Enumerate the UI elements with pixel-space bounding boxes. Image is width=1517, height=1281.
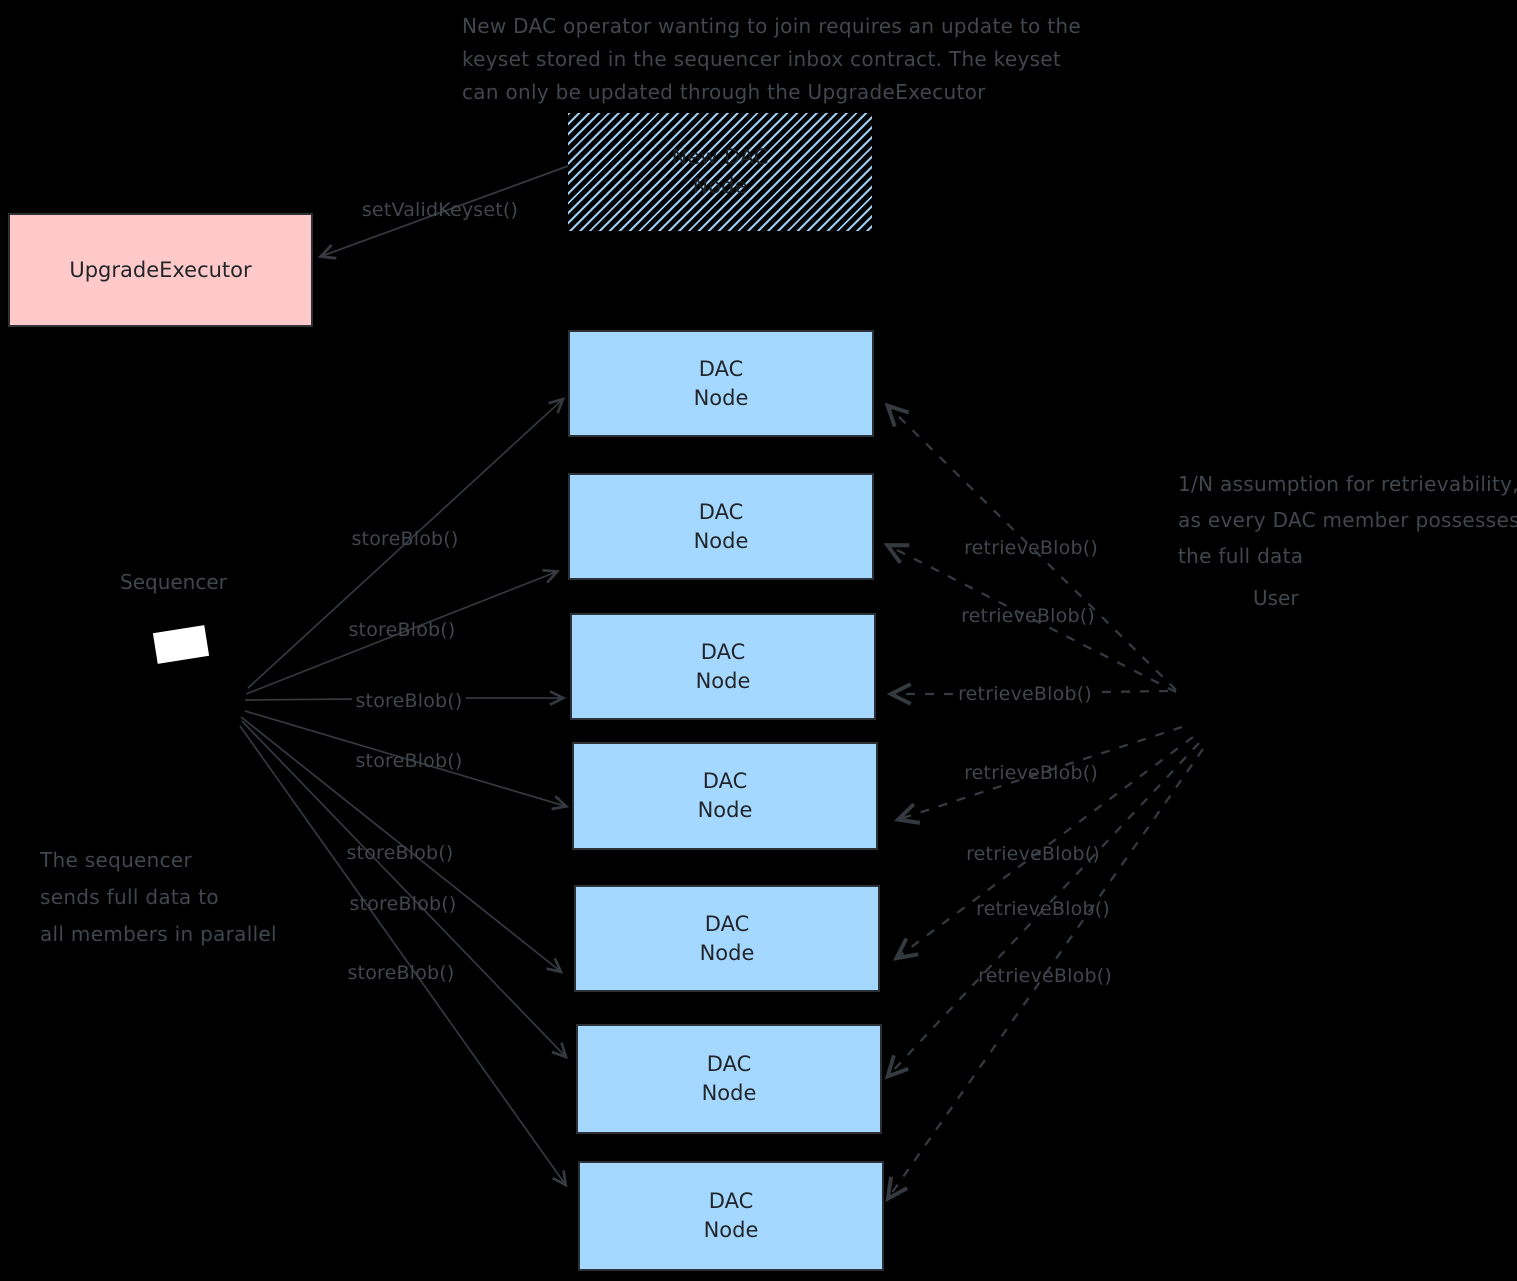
note-sequencer-parallel-line1: The sequencer [40,848,193,872]
note-keyset-update-line3: can only be updated through the UpgradeE… [462,80,986,104]
edge-label-retrieve-2: retrieveBlob() [961,605,1095,627]
upgrade-executor-box: UpgradeExecutor [8,213,313,327]
dac-node-3-label-line2: Node [695,668,751,693]
arrow-store-5 [240,716,560,971]
dac-node-box-5: DAC Node [574,885,880,992]
arrow-store-1 [247,400,562,689]
dac-node-box-3: DAC Node [570,613,876,720]
edge-label-store-5: storeBlob() [346,842,454,864]
edge-label-store-3: storeBlob() [355,690,463,712]
dac-node-2-label-line2: Node [693,528,749,553]
edge-label-retrieve-5: retrieveBlob() [966,843,1100,865]
dac-node-3-label-line1: DAC [700,639,746,664]
edge-label-retrieve-6: retrieveBlob() [976,898,1110,920]
arrow-store-3-tail [244,698,353,701]
note-retrievability-line1: 1/N assumption for retrievability, [1178,472,1517,496]
dac-node-5-label-line1: DAC [704,911,750,936]
dac-node-4-label-line1: DAC [702,769,748,793]
dac-node-box-1: DAC Node [568,330,874,437]
dac-node-5-label-line2: Node [699,940,755,965]
edge-label-store-4: storeBlob() [355,750,463,772]
sequencer-label: Sequencer [120,570,227,594]
note-keyset-update: New DAC operator wanting to join require… [462,10,1081,109]
note-sequencer-parallel-line2: sends full data to [40,885,219,909]
edge-label-retrieve-4: retrieveBlob() [964,762,1098,784]
edge-label-store-1: storeBlob() [351,528,459,550]
dac-node-1-label-line2: Node [693,385,749,410]
note-retrievability: 1/N assumption for retrievability, as ev… [1178,466,1517,574]
arrow-retrieve-4 [900,725,1183,819]
dac-node-box-4: DAC Node [572,742,878,850]
note-retrievability-line2: as every DAC member possesses [1178,508,1517,532]
note-keyset-update-line2: keyset stored in the sequencer inbox con… [462,47,1062,71]
user-label: User [1253,586,1299,610]
note-sequencer-parallel-line3: all members in parallel [40,922,277,946]
edge-label-store-6: storeBlob() [349,893,457,915]
arrow-store-6 [241,720,565,1056]
edge-label-store-2: storeBlob() [348,619,456,641]
new-dac-node-box: New DAC Node [568,113,872,231]
note-keyset-update-line1: New DAC operator wanting to join require… [462,14,1081,38]
dac-node-7-label-line1: DAC [708,1189,754,1213]
new-dac-node-label-line1: New DAC [671,145,769,169]
dac-node-box-2: DAC Node [568,473,874,580]
dac-node-1-label-line1: DAC [698,356,744,381]
dac-node-box-7: DAC Node [578,1161,884,1271]
arrow-set-valid-keyset [322,165,569,256]
dac-node-box-6: DAC Node [576,1024,882,1134]
arrow-store-7 [239,725,565,1184]
dac-node-6-label-line1: DAC [706,1052,752,1076]
edge-label-retrieve-1: retrieveBlob() [964,537,1098,559]
note-sequencer-parallel: The sequencer sends full data to all mem… [40,842,277,953]
edge-label-retrieve-7: retrieveBlob() [978,965,1112,987]
edge-label-set-valid-keyset: setValidKeyset() [361,199,519,221]
dac-node-4-label-line2: Node [697,798,753,822]
dac-node-7-label-line2: Node [703,1218,759,1242]
arrow-store-2 [245,572,556,695]
upgrade-executor-label: UpgradeExecutor [69,257,252,282]
edge-label-store-7: storeBlob() [347,962,455,984]
edge-label-retrieve-3: retrieveBlob() [958,683,1092,705]
dac-node-6-label-line2: Node [701,1081,757,1105]
arrow-retrieve-2 [889,546,1177,694]
new-dac-node-label-line2: Node [692,174,748,198]
arrow-retrieve-3-tail [1099,689,1169,694]
dac-node-2-label-line1: DAC [698,499,744,524]
note-retrievability-line3: the full data [1178,544,1304,568]
arrow-retrieve-7 [889,748,1204,1197]
arrow-store-4 [244,710,565,806]
arrow-retrieve-5 [898,736,1194,957]
